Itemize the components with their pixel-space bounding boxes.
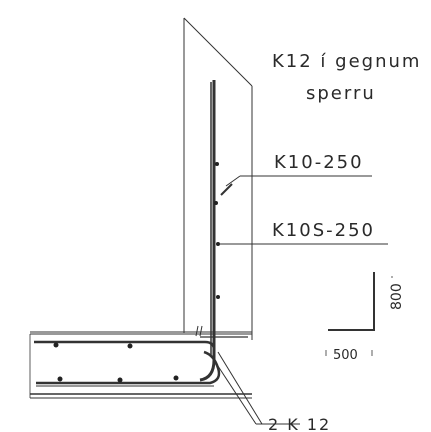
label-bottom-bar: 2 K 12 (268, 415, 331, 432)
junction-mark (195, 325, 203, 337)
label-k12-line2: sperru (306, 83, 376, 104)
slab-top-bar (34, 336, 248, 351)
slab-bottom-bar (36, 350, 221, 387)
rebar-dots (53, 162, 220, 383)
label-k10s: K10S-250 (272, 220, 375, 241)
bar-shape-schematic (325, 272, 393, 356)
wall-outline (183, 17, 253, 340)
label-dim-500: 500 (333, 348, 358, 363)
label-dim-800: 800 (389, 283, 405, 310)
label-k10: K10-250 (274, 152, 364, 173)
label-k12-line1: K12 í gegnum (272, 51, 421, 72)
leader-lines (213, 175, 388, 425)
stirrup-k10 (220, 175, 241, 196)
